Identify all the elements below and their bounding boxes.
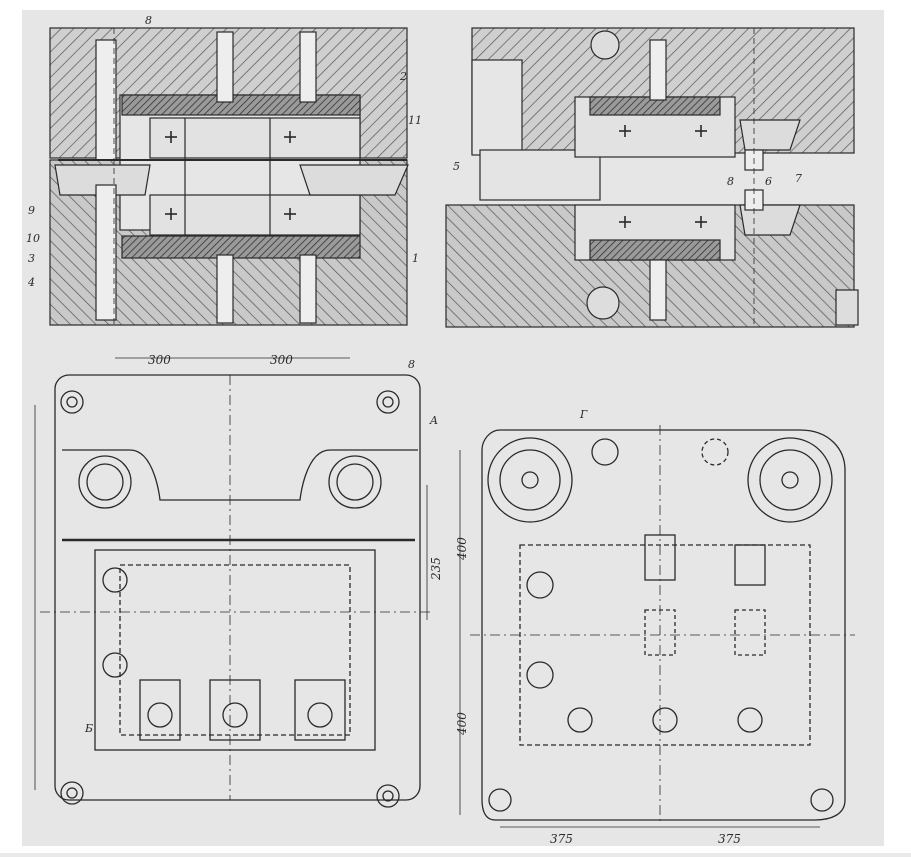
callout-pl-B: Б <box>84 722 93 735</box>
dim-pr-400-upper: 400 <box>455 537 469 561</box>
callout-sl-3: 3 <box>28 252 35 265</box>
callout-sr-6: 6 <box>765 175 772 188</box>
callout-sl-8: 8 <box>145 14 152 27</box>
labels: 8 2 11 9 10 3 4 1 5 8 6 7 8 A Б 300 300 … <box>26 14 802 846</box>
callout-sl-2: 2 <box>399 70 407 83</box>
dim-pr-400-lower: 400 <box>455 712 469 736</box>
callout-sl-11: 11 <box>408 114 422 127</box>
callout-sl-9: 9 <box>28 204 35 217</box>
plan-right <box>459 425 855 828</box>
callout-sr-5: 5 <box>453 160 460 173</box>
section-right <box>445 27 859 328</box>
callout-sl-4: 4 <box>27 276 35 289</box>
callout-sr-7: 7 <box>795 172 802 185</box>
callout-pl-8: 8 <box>408 358 415 371</box>
section-left <box>49 27 409 326</box>
dim-pl-300-left: 300 <box>148 353 171 367</box>
callout-pl-A: A <box>429 414 438 427</box>
callout-pr-G: Г <box>579 408 588 421</box>
plan-left <box>34 357 430 808</box>
callout-sl-1: 1 <box>412 252 419 265</box>
dim-pr-375-right: 375 <box>718 832 741 846</box>
dim-pr-375-left: 375 <box>550 832 573 846</box>
dim-pl-300-right: 300 <box>270 353 293 367</box>
callout-sl-10: 10 <box>26 232 40 245</box>
callout-sr-8: 8 <box>727 175 734 188</box>
dim-pl-235: 235 <box>429 557 443 581</box>
